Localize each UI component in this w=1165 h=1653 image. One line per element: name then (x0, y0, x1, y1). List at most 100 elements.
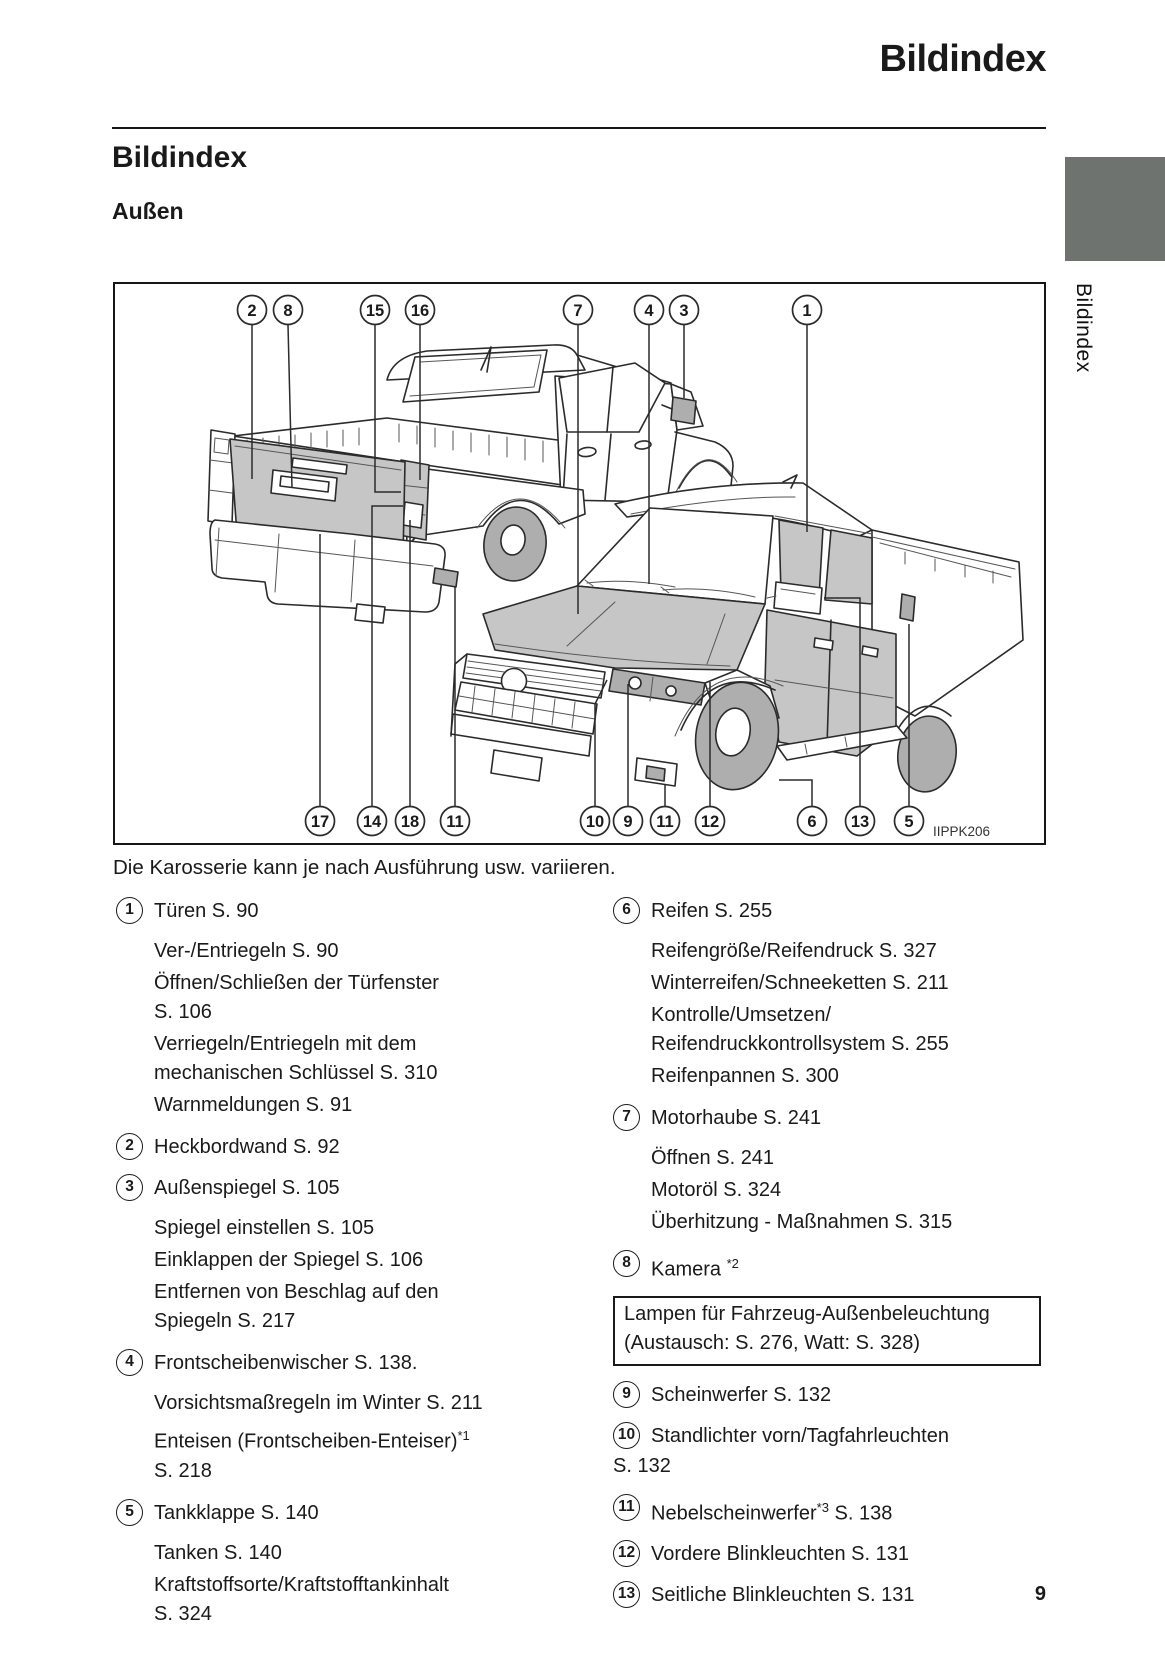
item-number-badge: 4 (116, 1349, 143, 1376)
leader-lines (251, 324, 910, 806)
item-subentry: Motoröl S. 324 (651, 1179, 782, 1201)
item-subentry: Spiegel einstellen S. 105 (154, 1217, 375, 1239)
item-subentry: Kontrolle/Umsetzen/ Reifendruckkontrolls… (651, 1004, 949, 1055)
item-subentries: Reifengröße/Reifendruck S. 327 Winterrei… (651, 937, 1046, 1091)
section-heading: Bildindex (112, 141, 248, 174)
cab-side-windows (558, 362, 666, 433)
item-subentry: Ver-/Entriegeln S. 90 (154, 940, 339, 962)
callout-number: 18 (401, 813, 419, 831)
footnote-marker: *2 (726, 1256, 739, 1271)
item-title-text: Nebelscheinwerfer (651, 1502, 817, 1525)
item-number-badge: 12 (613, 1540, 640, 1568)
item-title-continuation: S. 132 (613, 1454, 671, 1477)
index-item-8: 8 Kamera *2 (613, 1249, 1046, 1284)
item-title: Nebelscheinwerfer*3 S. 138 (651, 1493, 892, 1528)
index-item-13: 13 Seitliche Blinkleuchten S. 131 (613, 1580, 1046, 1609)
tailgate-slot (291, 457, 348, 475)
wheel-hub (714, 707, 752, 757)
item-subentries: Ver-/Entriegeln S. 90 Öffnen/Schließen d… (154, 937, 594, 1120)
item-title: Heckbordwand S. 92 (154, 1136, 340, 1158)
index-item-5: 5 Tankklappe S. 140 (116, 1498, 594, 1527)
front-wheel-arch (678, 459, 732, 489)
index-item-2: 2 Heckbordwand S. 92 (116, 1132, 594, 1161)
item-subentries: Spiegel einstellen S. 105 Einklappen der… (154, 1214, 594, 1336)
trailer-hitch (354, 603, 386, 624)
item-title: Motorhaube S. 241 (651, 1107, 822, 1129)
rear-door-window (824, 529, 873, 605)
item-number-badge: 7 (613, 1104, 640, 1131)
callout-number: 7 (573, 302, 582, 320)
callout-number: 11 (656, 813, 673, 831)
item-number-badge: 8 (613, 1250, 640, 1277)
bed-side-panel (404, 465, 586, 547)
index-column-left: 1 Türen S. 90 Ver-/Entriegeln S. 90 Öffn… (116, 896, 594, 1641)
callout-number: 11 (446, 813, 463, 831)
callout-number: 8 (283, 302, 292, 320)
page-title: Bildindex (879, 38, 1046, 80)
callout-number: 6 (807, 813, 816, 831)
item-number-badge: 10 (613, 1421, 640, 1449)
rear-wheel-arch (894, 705, 952, 735)
front-fender-edge (674, 431, 734, 487)
callout-number: 1 (802, 302, 811, 320)
subsection-heading: Außen (112, 198, 184, 224)
item-title: Türen S. 90 (154, 900, 259, 922)
item-subentries: Vorsichtsmaßregeln im Winter S. 211 Ente… (154, 1389, 594, 1486)
item-number-badge: 3 (116, 1174, 143, 1201)
tailgate-handle (279, 475, 330, 493)
antenna (480, 346, 492, 373)
item-subentries: Öffnen S. 241 Motoröl S. 324 Überhitzung… (651, 1144, 1046, 1237)
item-number-badge: 1 (116, 897, 143, 924)
headlight (608, 668, 706, 706)
index-item-7: 7 Motorhaube S. 241 (613, 1103, 1046, 1132)
item-subentry: Einklappen der Spiegel S. 106 (154, 1249, 424, 1271)
figure-caption: Die Karosserie kann je nach Ausführung u… (113, 856, 616, 879)
item-subentry: Verriegeln/Entriegeln mit dem mechanisch… (154, 1033, 438, 1084)
item-number-badge: 2 (116, 1133, 143, 1160)
item-title: Frontscheibenwischer S. 138. (154, 1352, 418, 1374)
item-subentry: Überhitzung - Maßnahmen S. 315 (651, 1211, 953, 1233)
headlight-projector (628, 676, 642, 690)
figure-code: IIPPK206 (933, 824, 990, 839)
running-board (776, 725, 908, 761)
item-number-badge: 5 (116, 1498, 143, 1526)
lamp-box-line: (Austausch: S. 276, Watt: S. 328) (624, 1331, 921, 1354)
item-subentry: Warnmeldungen S. 91 (154, 1094, 353, 1116)
shark-fin-antenna (782, 474, 798, 489)
mirror-arm (661, 404, 673, 410)
header-divider (112, 127, 1046, 129)
index-column-right: 6 Reifen S. 255 Reifengröße/Reifendruck … (613, 896, 1046, 1621)
item-number-badge: 6 (613, 897, 640, 924)
item-title: Seitliche Blinkleuchten S. 131 (651, 1584, 915, 1607)
rear-bumper (209, 519, 446, 613)
index-item-12: 12 Vordere Blinkleuchten S. 131 (613, 1539, 1046, 1568)
cab-rear-window (402, 349, 548, 403)
door-handle (634, 440, 652, 450)
callout-number: 14 (363, 813, 382, 831)
item-title: Reifen S. 255 (651, 900, 773, 922)
fuel-door (899, 593, 916, 622)
callout-number: 2 (247, 302, 256, 320)
callout-number: 17 (311, 813, 329, 831)
callout-number: 12 (701, 813, 719, 831)
item-title-text: Kamera (651, 1258, 722, 1281)
subentry-text: S. 218 (154, 1459, 212, 1482)
door-handle (813, 637, 834, 651)
item-subentries: Tanken S. 140 Kraftstoffsorte/Kraftstoff… (154, 1539, 594, 1629)
item-title: Außenspiegel S. 105 (154, 1177, 340, 1199)
item-title: Kamera *2 (651, 1249, 739, 1284)
item-subentry: Entfernen von Beschlag auf den Spiegeln … (154, 1281, 439, 1332)
chapter-tab-marker (1065, 157, 1165, 261)
fog-lamp (645, 765, 666, 782)
callout-number: 15 (366, 302, 384, 320)
index-item-11: 11 Nebelscheinwerfer*3 S. 138 (613, 1493, 1046, 1528)
headlight-bulb (665, 685, 677, 697)
item-subentry: Kraftstoffsorte/Kraftstofftankinhalt S. … (154, 1573, 449, 1625)
front-wheel-arch (680, 681, 776, 731)
callout-number: 9 (623, 813, 632, 831)
item-number-badge: 11 (613, 1493, 640, 1521)
callout-number: 16 (411, 302, 429, 320)
callout-number: 3 (679, 302, 688, 320)
item-title-text: S. 138 (834, 1502, 893, 1525)
